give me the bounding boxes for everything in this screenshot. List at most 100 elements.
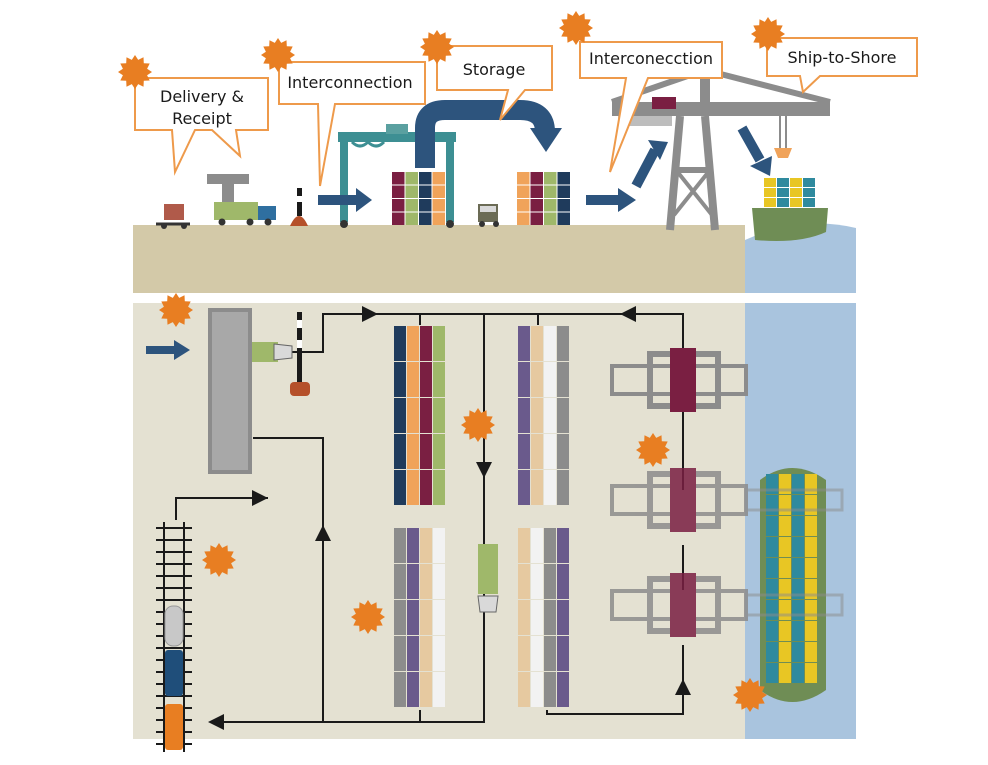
container-block: [764, 198, 776, 207]
container-block: [394, 672, 406, 707]
container-block: [518, 470, 530, 505]
sts-crane-plan-icon: [610, 348, 748, 412]
container-block: [530, 199, 543, 212]
container-block: [433, 362, 445, 397]
container-block: [805, 663, 817, 683]
container-block: [392, 212, 405, 225]
callout-label-delivery-line2: Receipt: [172, 109, 232, 128]
container-block: [544, 326, 556, 361]
truck-icon: [214, 202, 276, 226]
container-stack: [394, 326, 445, 505]
crane-boom-extension: [744, 488, 844, 512]
container-block: [805, 537, 817, 557]
crane-trolley: [670, 468, 696, 532]
container-block: [557, 470, 569, 505]
container-block: [766, 558, 778, 578]
container-block: [407, 434, 419, 469]
container-block: [805, 516, 817, 536]
burst-icon: [751, 17, 785, 51]
container-block: [544, 398, 556, 433]
barrier-icon: [290, 188, 308, 226]
container-block: [790, 188, 802, 197]
flow-arrow-icon: [318, 125, 772, 212]
container-block: [407, 600, 419, 635]
container-block: [766, 516, 778, 536]
callout-ship-to-shore: Ship-to-Shore: [766, 37, 918, 94]
sts-crane-plan-icon: [610, 468, 844, 532]
container-block: [779, 495, 791, 515]
container-block: [792, 495, 804, 515]
container-block: [394, 636, 406, 671]
trailer-icon: [156, 204, 190, 229]
container-block: [518, 528, 530, 563]
land-strip: [133, 225, 745, 293]
container-block: [407, 470, 419, 505]
container-ship-icon: [752, 178, 828, 241]
container-block: [518, 636, 530, 671]
container-block: [531, 434, 543, 469]
burst-icon: [118, 55, 152, 89]
barrier-plan-icon: [290, 312, 310, 396]
container-block: [420, 564, 432, 599]
burst-icon: [261, 38, 295, 72]
callout-label-storage: Storage: [463, 60, 526, 79]
container-block: [779, 537, 791, 557]
container-block: [530, 172, 543, 185]
container-block: [518, 398, 530, 433]
container-block: [544, 434, 556, 469]
container-block: [557, 564, 569, 599]
container-block: [420, 672, 432, 707]
container-block: [805, 642, 817, 662]
container-block: [531, 326, 543, 361]
crane-trolley: [670, 348, 696, 412]
callout-interconnection-left: Interconnection: [278, 61, 426, 187]
train-icon: [164, 605, 184, 750]
container-block: [392, 172, 405, 185]
container-block: [405, 172, 418, 185]
container-block: [557, 185, 570, 198]
container-block: [779, 516, 791, 536]
container-block: [792, 600, 804, 620]
container-block: [557, 434, 569, 469]
container-block: [790, 198, 802, 207]
container-block: [518, 600, 530, 635]
callout-label-ship-to-shore: Ship-to-Shore: [788, 48, 897, 67]
callout-interconnection-right: Interconecction: [579, 41, 723, 173]
container-block: [420, 470, 432, 505]
container-block: [544, 212, 557, 225]
container-block: [792, 558, 804, 578]
container-block: [777, 178, 789, 187]
container-block: [557, 362, 569, 397]
container-stack: [764, 178, 815, 207]
container-block: [779, 558, 791, 578]
container-block: [779, 621, 791, 641]
container-block: [420, 434, 432, 469]
container-block: [394, 564, 406, 599]
container-block: [420, 362, 432, 397]
container-block: [420, 636, 432, 671]
container-block: [790, 178, 802, 187]
gate-plan-icon: [208, 308, 293, 474]
container-block: [433, 528, 445, 563]
container-block: [392, 199, 405, 212]
container-block: [544, 172, 557, 185]
container-block: [394, 434, 406, 469]
container-block: [517, 212, 530, 225]
container-block: [433, 672, 445, 707]
container-block: [557, 528, 569, 563]
container-block: [557, 326, 569, 361]
container-stack: [517, 172, 570, 225]
container-block: [557, 398, 569, 433]
container-block: [530, 185, 543, 198]
container-block: [405, 185, 418, 198]
container-block: [432, 199, 445, 212]
container-stack: [392, 172, 445, 225]
container-block: [779, 600, 791, 620]
container-ship-plan-icon: [760, 468, 826, 702]
container-block: [557, 199, 570, 212]
burst-icon: [420, 30, 454, 64]
container-block: [433, 636, 445, 671]
container-block: [766, 663, 778, 683]
container-block: [792, 642, 804, 662]
